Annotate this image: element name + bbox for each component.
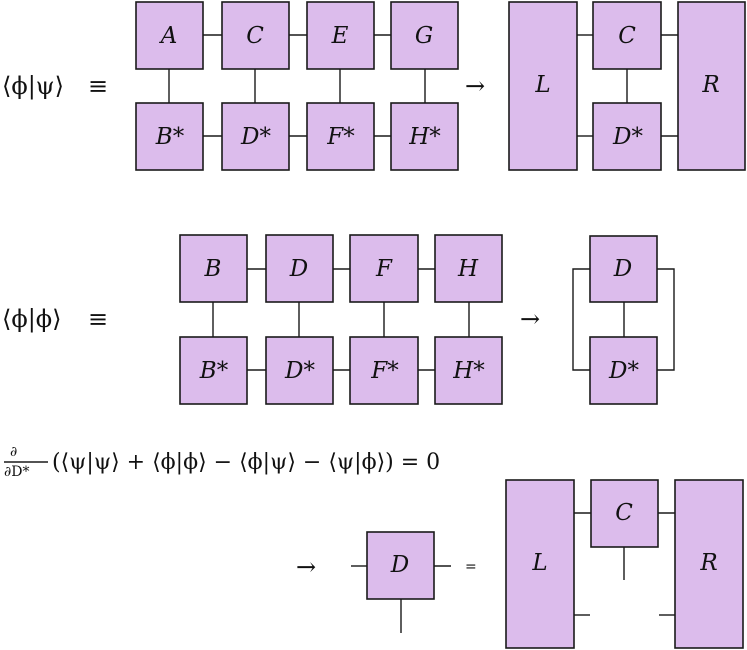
tensor-label: H bbox=[457, 256, 479, 282]
tensor-label: B bbox=[204, 256, 222, 282]
norm-phi-label: ⟨ϕ|ϕ⟩ bbox=[2, 305, 62, 334]
tensor-box bbox=[306, 102, 375, 171]
tensor-label: D* bbox=[240, 124, 271, 150]
overlap-phi-psi-label: ⟨ϕ|ψ⟩ bbox=[2, 72, 64, 101]
tensor-box bbox=[349, 234, 419, 303]
tensor-label: D* bbox=[612, 124, 643, 150]
tensor-box bbox=[592, 1, 662, 70]
stationarity-equation: ∂ ∂D* (⟨ψ|ψ⟩ + ⟨ϕ|ϕ⟩ − ⟨ϕ|ψ⟩ − ⟨ψ|ϕ⟩) = … bbox=[4, 444, 440, 480]
tensor-label: C bbox=[615, 500, 633, 526]
left-loop-bond bbox=[572, 268, 590, 371]
norm-network-row2: B D F H B* D* F* H* bbox=[179, 234, 503, 405]
tensor-label: B* bbox=[155, 124, 185, 150]
arrow: → bbox=[520, 305, 540, 333]
equiv-symbol: ≡ bbox=[88, 305, 108, 333]
tensor-label: D bbox=[613, 256, 632, 282]
tensor-label: D* bbox=[608, 358, 639, 384]
tensor-label: E bbox=[331, 23, 349, 49]
single-site-tensor: D bbox=[351, 531, 451, 633]
tensor-box bbox=[221, 1, 290, 70]
reduced-network-row1: L C D* R bbox=[508, 1, 746, 171]
tensor-label: H* bbox=[452, 358, 485, 384]
reduced-network-row2: D D* bbox=[572, 235, 675, 405]
effective-environment-rhs: L C R bbox=[505, 479, 744, 649]
tensor-box bbox=[592, 102, 662, 171]
left-environment-box bbox=[505, 479, 575, 649]
tensor-label: H* bbox=[408, 124, 441, 150]
right-loop-bond bbox=[657, 268, 675, 371]
tensor-label: A bbox=[159, 23, 178, 49]
tensor-label: F* bbox=[326, 124, 355, 150]
arrow: → bbox=[296, 553, 316, 581]
tensor-box bbox=[589, 336, 658, 405]
tensor-label: C bbox=[246, 23, 264, 49]
right-environment-box bbox=[674, 479, 744, 649]
tensor-box bbox=[179, 336, 248, 405]
tensor-label: L bbox=[534, 72, 550, 98]
equals-sign: = bbox=[465, 559, 477, 575]
tensor-label: D bbox=[390, 552, 409, 578]
tensor-label: G bbox=[415, 23, 433, 49]
tensor-label: C bbox=[618, 23, 636, 49]
tensor-box bbox=[366, 531, 435, 600]
tensor-box bbox=[390, 102, 459, 171]
stationarity-expression: (⟨ψ|ψ⟩ + ⟨ϕ|ϕ⟩ − ⟨ϕ|ψ⟩ − ⟨ψ|ϕ⟩) = 0 bbox=[52, 450, 440, 475]
tensor-label: B* bbox=[199, 358, 229, 384]
derivative-numerator: ∂ bbox=[10, 444, 17, 460]
derivative-denominator: ∂D* bbox=[4, 464, 29, 480]
tensor-box bbox=[589, 235, 658, 303]
tensor-box bbox=[434, 336, 503, 405]
tensor-box bbox=[590, 479, 659, 548]
right-environment-box bbox=[677, 1, 746, 171]
tensor-label: D* bbox=[284, 358, 315, 384]
norm-phi-lhs: ⟨ϕ|ϕ⟩ ≡ bbox=[2, 305, 108, 334]
overlap-network-row1: A C E G B* D* F* H* bbox=[135, 1, 459, 171]
tensor-box bbox=[265, 234, 334, 303]
tensor-label: F* bbox=[370, 358, 399, 384]
tensor-label: F bbox=[375, 256, 393, 282]
tensor-box bbox=[390, 1, 459, 70]
tensor-box bbox=[434, 234, 503, 303]
left-environment-box bbox=[508, 1, 578, 171]
tensor-box bbox=[265, 336, 334, 405]
equiv-symbol: ≡ bbox=[88, 72, 108, 100]
tensor-label: L bbox=[531, 550, 547, 576]
overlap-phi-psi-lhs: ⟨ϕ|ψ⟩ ≡ bbox=[2, 72, 108, 101]
tensor-box bbox=[349, 336, 419, 405]
tensor-box bbox=[221, 102, 290, 171]
tensor-box bbox=[135, 102, 204, 171]
tensor-label: R bbox=[699, 550, 717, 576]
arrow: → bbox=[465, 72, 485, 100]
tensor-box bbox=[179, 234, 248, 303]
tensor-label: D bbox=[289, 256, 308, 282]
tensor-label: R bbox=[701, 72, 719, 98]
tensor-box bbox=[306, 1, 375, 70]
tensor-box bbox=[135, 1, 204, 70]
